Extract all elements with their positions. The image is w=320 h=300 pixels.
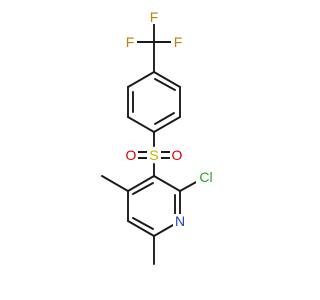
label-backdrop xyxy=(170,148,184,162)
bond-pyridine-1 xyxy=(153,175,181,192)
bond-layer xyxy=(101,21,199,265)
label-backdrop xyxy=(196,170,216,184)
bond-pyridine-inner-c xyxy=(132,217,154,230)
oxygen-right-label: O xyxy=(172,147,183,163)
bond-benzene-3 xyxy=(153,116,181,133)
bond-benzene-6 xyxy=(127,71,155,88)
bond-pyridine-4 xyxy=(127,220,155,237)
bond-pyridine-inner-a xyxy=(132,182,154,195)
chlorine-label: Cl xyxy=(199,169,212,185)
bond-pyridine-6 xyxy=(127,175,155,192)
label-backdrop xyxy=(147,148,161,162)
bond-methyl-top xyxy=(101,175,129,192)
fluorine-left-label: F xyxy=(126,34,135,50)
bond-benzene-4 xyxy=(127,116,155,133)
molecule-structure: F F F S O O Cl N xyxy=(101,9,216,265)
oxygen-left-label: O xyxy=(126,147,137,163)
label-backdrop xyxy=(147,10,161,24)
bond-benzene-inner-a xyxy=(154,78,176,91)
sulfur-label: S xyxy=(149,147,158,163)
label-backdrop xyxy=(124,148,138,162)
structure-canvas: F F F S O O Cl N xyxy=(101,9,216,265)
fluorine-right-label: F xyxy=(174,34,183,50)
label-backdrop xyxy=(173,214,187,228)
label-backdrop xyxy=(123,35,137,49)
nitrogen-label: N xyxy=(175,213,185,229)
bond-benzene-1 xyxy=(153,71,181,88)
bond-benzene-inner-b xyxy=(154,112,175,125)
bond-c-cl xyxy=(179,180,199,192)
label-backdrop xyxy=(171,35,185,49)
atom-label-layer: F F F S O O Cl N xyxy=(123,9,216,229)
fluorine-top-label: F xyxy=(150,9,159,25)
